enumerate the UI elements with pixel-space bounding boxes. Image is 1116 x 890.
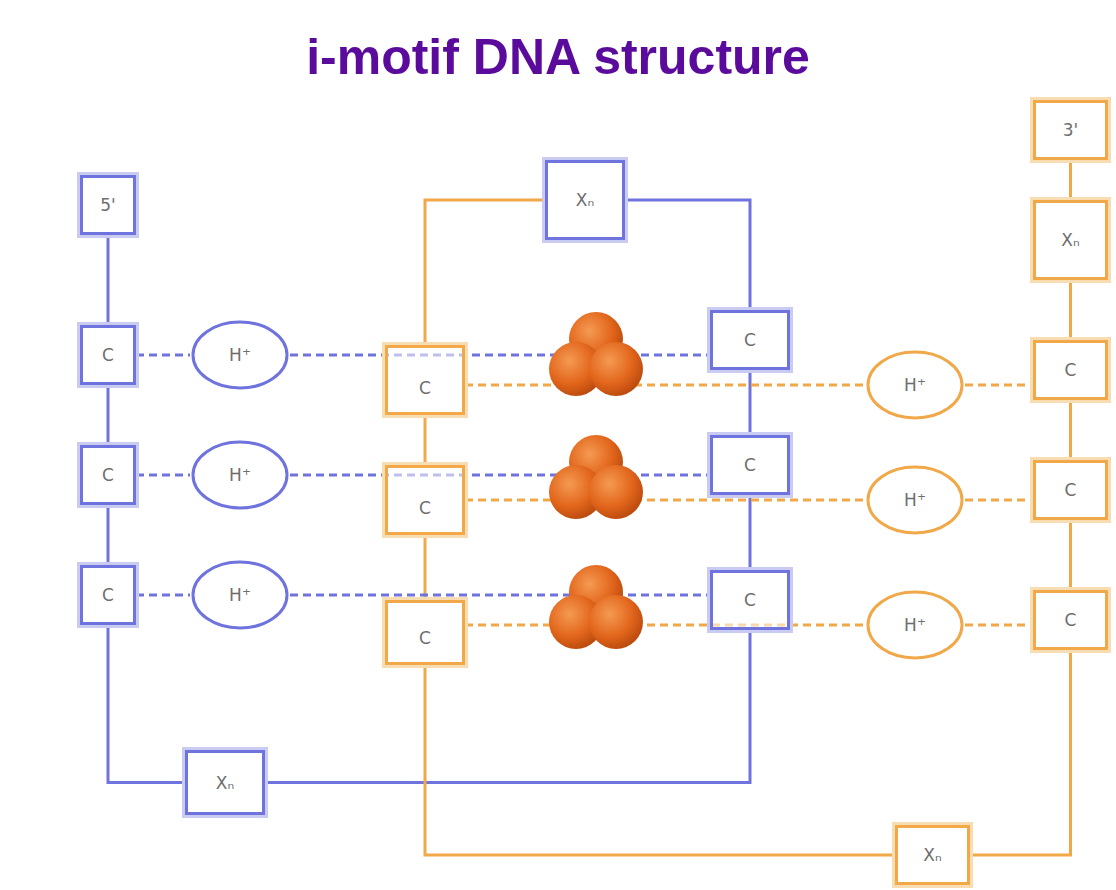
- node-label: H⁺: [229, 465, 251, 485]
- node-label: H⁺: [229, 345, 251, 365]
- node-label: C: [419, 498, 431, 518]
- diagram-title: i-motif DNA structure: [0, 28, 1116, 86]
- node-label: Xₙ: [923, 845, 941, 865]
- hydrogen-bond-line: [965, 624, 1033, 627]
- backbone-line: [425, 200, 545, 345]
- backbone-line: [107, 505, 110, 565]
- hydrogen-bond-line: [965, 384, 1033, 387]
- circle-outline: [868, 592, 962, 658]
- hydrogen-bond-line: [290, 474, 710, 477]
- proton-circle: H⁺: [865, 349, 965, 421]
- backbone-line: [970, 650, 1071, 855]
- node-label: 3': [1063, 120, 1079, 140]
- base-box: C: [80, 445, 136, 505]
- base-box: C: [385, 345, 465, 415]
- hydrogen-bond-line: [465, 384, 865, 387]
- node-label: H⁺: [904, 490, 926, 510]
- base-box: 3': [1033, 100, 1108, 160]
- circle-outline: [868, 352, 962, 418]
- backbone-line: [108, 625, 185, 783]
- node-label: H⁺: [904, 375, 926, 395]
- node-label: C: [1065, 610, 1077, 630]
- hydrogen-bond-line: [290, 594, 710, 597]
- hydrogen-bond-line: [136, 474, 190, 477]
- node-label: H⁺: [904, 615, 926, 635]
- base-box: C: [1033, 340, 1108, 400]
- circle-outline: [193, 562, 287, 628]
- base-box: Xₙ: [895, 825, 970, 885]
- node-label: C: [102, 585, 114, 605]
- node-label: C: [419, 628, 431, 648]
- hydrogen-bond-line: [465, 499, 865, 502]
- proton-cluster: [549, 435, 643, 519]
- circle-outline: [193, 442, 287, 508]
- node-label: 5': [100, 195, 116, 215]
- node-label: C: [1065, 360, 1077, 380]
- hydrogen-bond-line: [136, 354, 190, 357]
- node-label: C: [419, 378, 431, 398]
- hydrogen-bond-line: [465, 624, 865, 627]
- backbone-line: [265, 630, 750, 783]
- node-label: Xₙ: [1061, 230, 1079, 250]
- node-label: C: [744, 590, 756, 610]
- backbone-line: [1069, 400, 1072, 460]
- backbone-line: [107, 385, 110, 445]
- base-box: C: [710, 570, 790, 630]
- node-label: C: [744, 330, 756, 350]
- circle-outline: [868, 467, 962, 533]
- node-label: H⁺: [229, 585, 251, 605]
- proton-cluster: [549, 565, 643, 649]
- backbone-line: [749, 495, 752, 570]
- hydrogen-bond-line: [290, 354, 710, 357]
- base-box: C: [385, 600, 465, 665]
- hydrogen-bond-line: [136, 594, 190, 597]
- base-box: Xₙ: [545, 160, 625, 240]
- backbone-line: [625, 200, 750, 310]
- node-label: Xₙ: [576, 190, 594, 210]
- backbone-line: [107, 235, 110, 325]
- backbone-line: [1069, 160, 1072, 200]
- proton-cluster: [549, 312, 643, 396]
- backbone-line: [749, 370, 752, 435]
- base-box: C: [710, 435, 790, 495]
- backbone-line: [424, 415, 427, 465]
- backbone-line: [424, 535, 427, 600]
- backbone-line: [1069, 280, 1072, 340]
- node-label: C: [102, 345, 114, 365]
- node-label: C: [102, 465, 114, 485]
- node-label: Xₙ: [216, 773, 234, 793]
- backbone-line: [425, 665, 895, 855]
- proton-circle: H⁺: [865, 589, 965, 661]
- base-box: C: [1033, 460, 1108, 520]
- proton-circle: H⁺: [190, 319, 290, 391]
- base-box: 5': [80, 175, 136, 235]
- base-box: Xₙ: [1033, 200, 1108, 280]
- backbone-line: [1069, 520, 1072, 590]
- base-box: Xₙ: [185, 750, 265, 815]
- base-box: C: [80, 325, 136, 385]
- node-label: C: [1065, 480, 1077, 500]
- base-box: C: [385, 465, 465, 535]
- base-box: C: [710, 310, 790, 370]
- node-label: C: [744, 455, 756, 475]
- proton-circle: H⁺: [865, 464, 965, 536]
- proton-circle: H⁺: [190, 559, 290, 631]
- base-box: C: [80, 565, 136, 625]
- proton-circle: H⁺: [190, 439, 290, 511]
- base-box: C: [1033, 590, 1108, 650]
- circle-outline: [193, 322, 287, 388]
- hydrogen-bond-line: [965, 499, 1033, 502]
